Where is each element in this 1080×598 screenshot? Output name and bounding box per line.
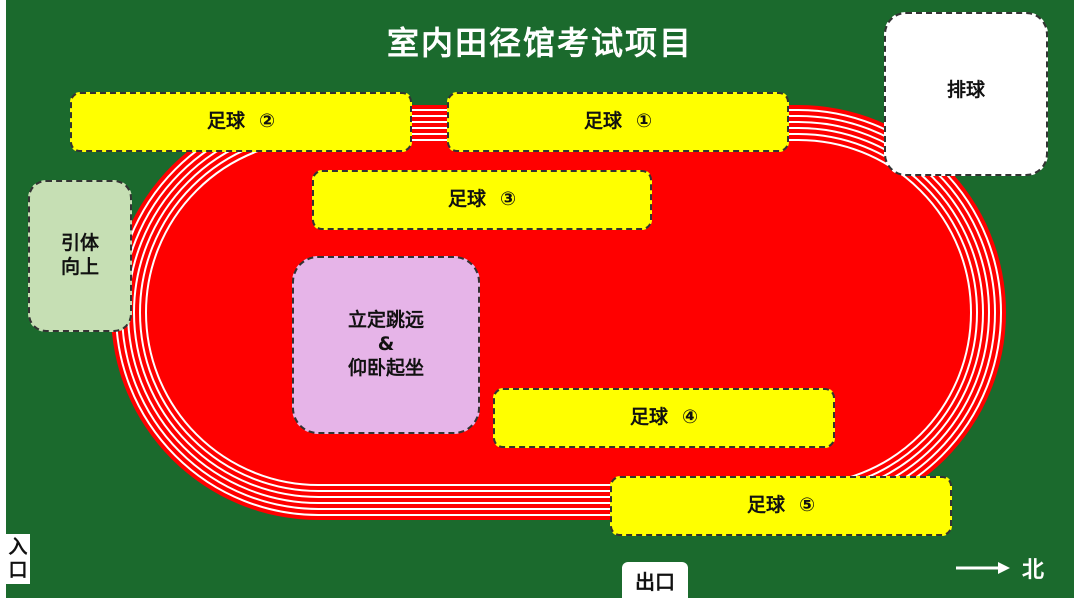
volleyball-zone[interactable]: 排球 <box>884 12 1048 176</box>
zone-label: 足球 <box>746 494 785 517</box>
zone-number: ③ <box>499 188 517 211</box>
football-zone-1[interactable]: 足球 ① <box>447 92 789 152</box>
north-indicator: 北 <box>954 552 1044 584</box>
zone-label-line2: 向上 <box>60 256 99 278</box>
zone-number: ④ <box>681 406 699 429</box>
zone-label: 足球 <box>447 188 486 211</box>
jump-situp-zone[interactable]: 立定跳远 & 仰卧起坐 <box>292 256 480 434</box>
page-title: 室内田径馆考试项目 <box>386 24 693 62</box>
zone-number: ② <box>258 110 276 133</box>
zone-label: 足球 <box>583 110 622 133</box>
football-zone-4[interactable]: 足球 ④ <box>493 388 835 448</box>
north-label: 北 <box>1021 558 1044 583</box>
exit-text: 出口 <box>635 569 675 594</box>
entrance-char-2: 口 <box>8 559 28 581</box>
football-zone-2[interactable]: 足球 ② <box>70 92 412 152</box>
zone-label-line3: 仰卧起坐 <box>347 356 424 379</box>
zone-label: 排球 <box>946 79 985 101</box>
zone-label-line1: 引体 <box>60 232 99 255</box>
entrance-label[interactable]: 入 口 <box>6 534 30 584</box>
football-zone-3[interactable]: 足球 ③ <box>312 170 652 230</box>
zone-number: ⑤ <box>798 494 816 517</box>
arrow-right-icon <box>955 562 1010 574</box>
zone-label: 足球 <box>206 110 245 133</box>
zone-label-line1: 立定跳远 <box>347 309 424 332</box>
stadium-map: 室内田径馆考试项目 足球 ① 足球 ② 足球 ③ 足球 ④ 足球 ⑤ 排球 引体 向上 立… <box>6 0 1074 598</box>
exit-label[interactable]: 出口 <box>622 562 688 598</box>
entrance-char-1: 入 <box>8 536 28 559</box>
football-zone-5[interactable]: 足球 ⑤ <box>610 476 952 536</box>
zone-label-line2: & <box>377 333 395 356</box>
zone-number: ① <box>635 110 653 133</box>
zone-label: 足球 <box>629 406 668 429</box>
pullup-zone[interactable]: 引体 向上 <box>28 180 132 332</box>
